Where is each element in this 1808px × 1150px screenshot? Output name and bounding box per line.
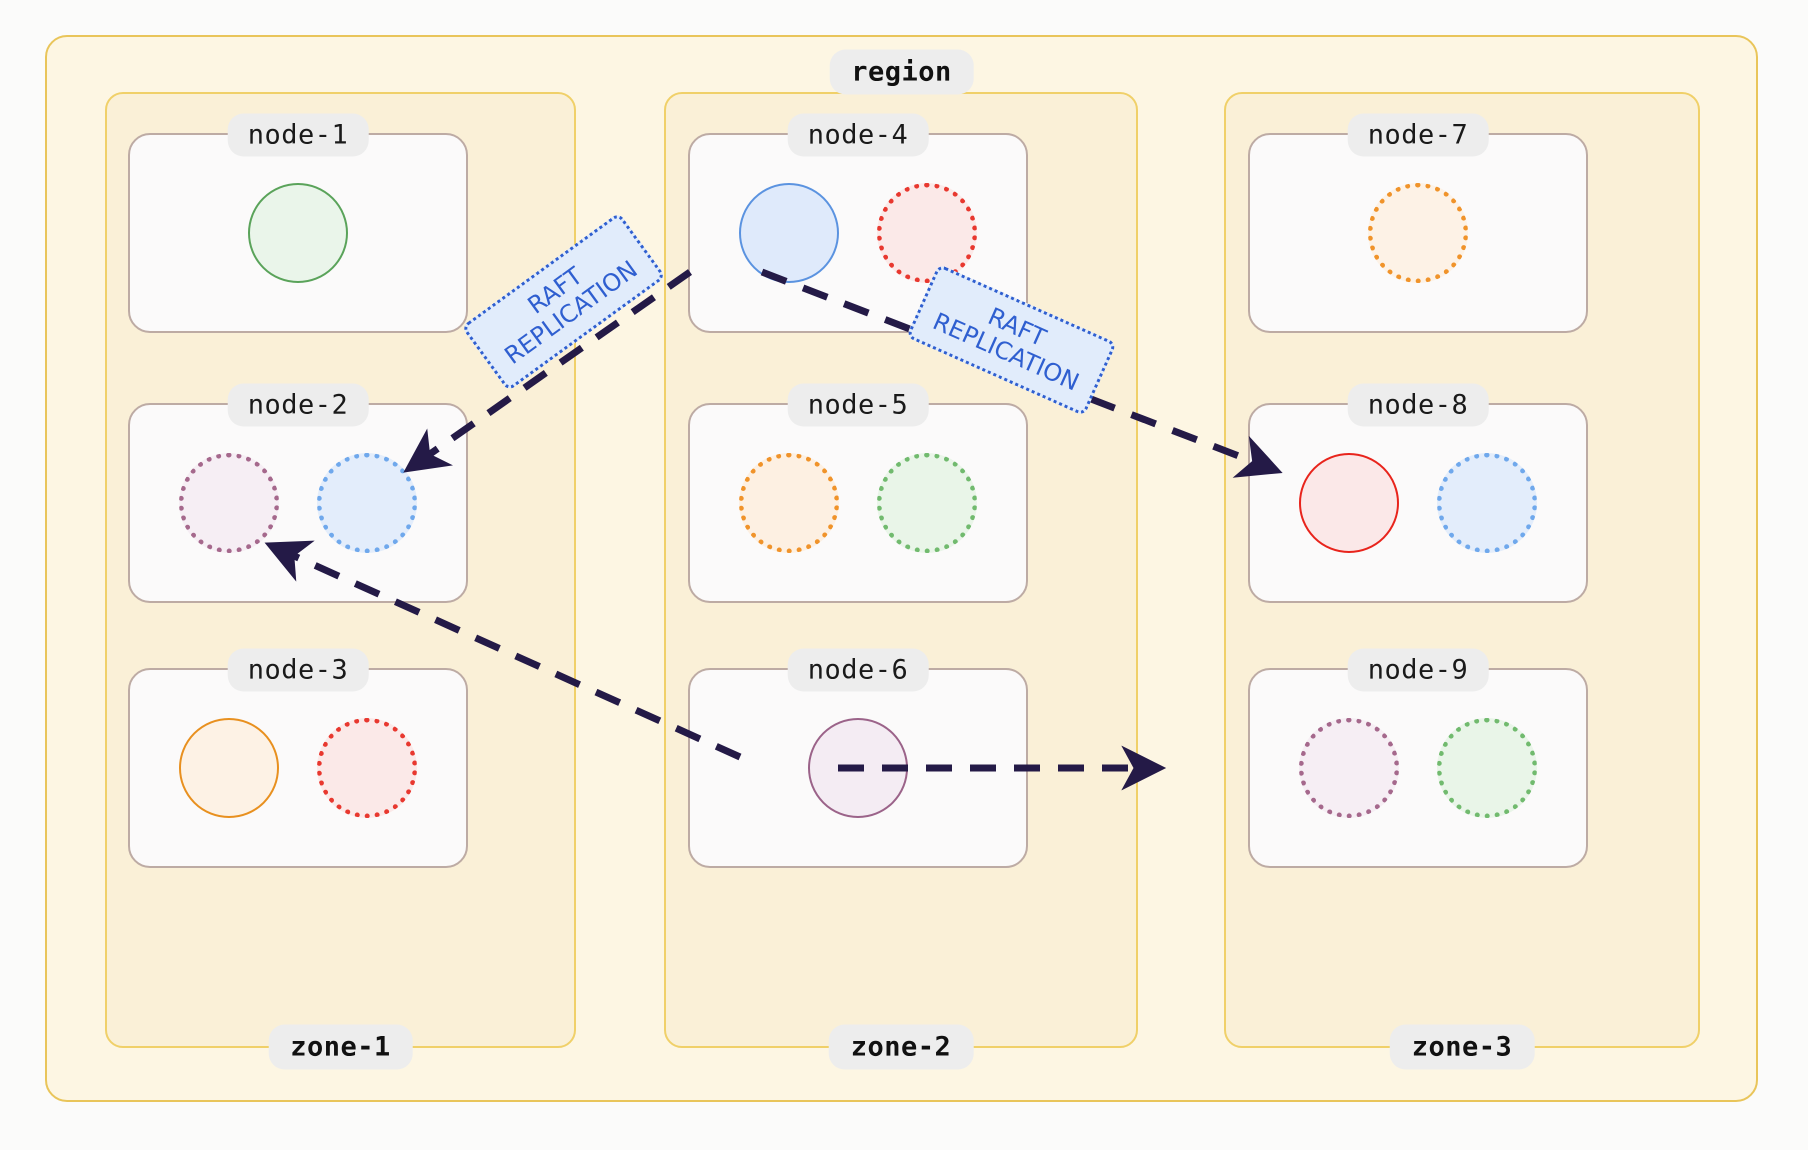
node-box-node-5[interactable]: node-5: [688, 383, 1028, 603]
shard-red-dotted: [317, 718, 417, 818]
shard-orange-dotted: [739, 453, 839, 553]
shard-red-dotted: [877, 183, 977, 283]
node-box-node-2[interactable]: node-2: [128, 383, 468, 603]
shard-blue-dotted: [317, 453, 417, 553]
node-label-node-9: node-9: [1347, 648, 1489, 692]
node-label-node-5: node-5: [787, 383, 929, 427]
node-shards-node-6: [690, 670, 1026, 866]
shard-orange-dotted: [1368, 183, 1468, 283]
node-label-node-1: node-1: [227, 113, 369, 157]
node-label-node-8: node-8: [1347, 383, 1489, 427]
node-shards-node-1: [130, 135, 466, 331]
node-label-node-3: node-3: [227, 648, 369, 692]
node-shards-node-4: [690, 135, 1026, 331]
node-box-node-6[interactable]: node-6: [688, 648, 1028, 868]
region-label: region: [829, 49, 974, 95]
shard-purple-dotted: [1299, 718, 1399, 818]
node-shards-node-7: [1250, 135, 1586, 331]
node-box-node-9[interactable]: node-9: [1248, 648, 1588, 868]
zone-label-zone-3: zone-3: [1389, 1024, 1535, 1070]
shard-red-solid: [1299, 453, 1399, 553]
node-label-node-4: node-4: [787, 113, 929, 157]
shard-green-dotted: [877, 453, 977, 553]
node-shards-node-2: [130, 405, 466, 601]
shard-blue-dotted: [1437, 453, 1537, 553]
shard-green-solid: [248, 183, 348, 283]
zone-label-zone-2: zone-2: [828, 1024, 974, 1070]
node-shards-node-8: [1250, 405, 1586, 601]
shard-purple-dotted: [179, 453, 279, 553]
node-box-node-8[interactable]: node-8: [1248, 383, 1588, 603]
node-box-node-3[interactable]: node-3: [128, 648, 468, 868]
node-label-node-2: node-2: [227, 383, 369, 427]
node-shards-node-3: [130, 670, 466, 866]
shard-blue-solid: [739, 183, 839, 283]
node-shards-node-9: [1250, 670, 1586, 866]
node-box-node-1[interactable]: node-1: [128, 113, 468, 333]
shard-orange-solid: [179, 718, 279, 818]
node-box-node-7[interactable]: node-7: [1248, 113, 1588, 333]
shard-green-dotted: [1437, 718, 1537, 818]
node-shards-node-5: [690, 405, 1026, 601]
node-label-node-7: node-7: [1347, 113, 1489, 157]
shard-purple-solid: [808, 718, 908, 818]
zone-label-zone-1: zone-1: [268, 1024, 413, 1070]
node-label-node-6: node-6: [787, 648, 929, 692]
